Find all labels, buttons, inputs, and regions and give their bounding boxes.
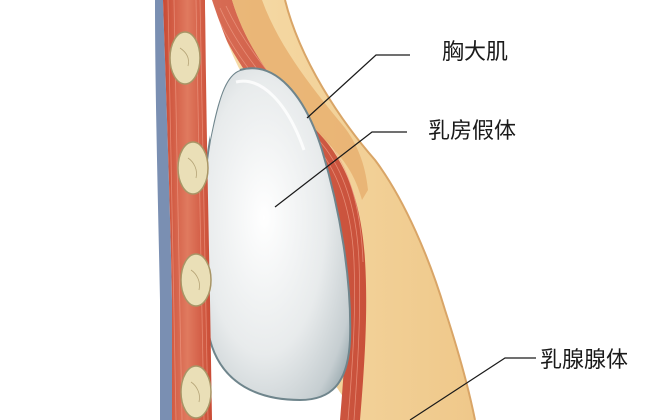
rib-4 [180, 365, 212, 419]
label-mammary-gland: 乳腺腺体 [540, 348, 629, 373]
label-pectoralis-major: 胸大肌 [442, 40, 509, 65]
upper-gap [205, 0, 240, 140]
breast-implant-shape [200, 67, 352, 402]
leader-gland [409, 357, 536, 420]
label-breast-implant: 乳房假体 [428, 119, 517, 144]
leader-implant [274, 131, 407, 208]
intercostal-muscles [163, 0, 212, 420]
implant-shell-highlight [235, 79, 306, 151]
leader-pectoralis [306, 54, 410, 119]
pectoralis-major-muscle [208, 0, 367, 420]
rib-3 [180, 253, 212, 307]
leader-lines [274, 54, 536, 420]
rib-1 [169, 31, 201, 85]
rib-2 [177, 141, 209, 195]
skin-outline [284, 0, 476, 420]
ribs [169, 31, 212, 419]
chest-wall-pleura [155, 0, 172, 420]
